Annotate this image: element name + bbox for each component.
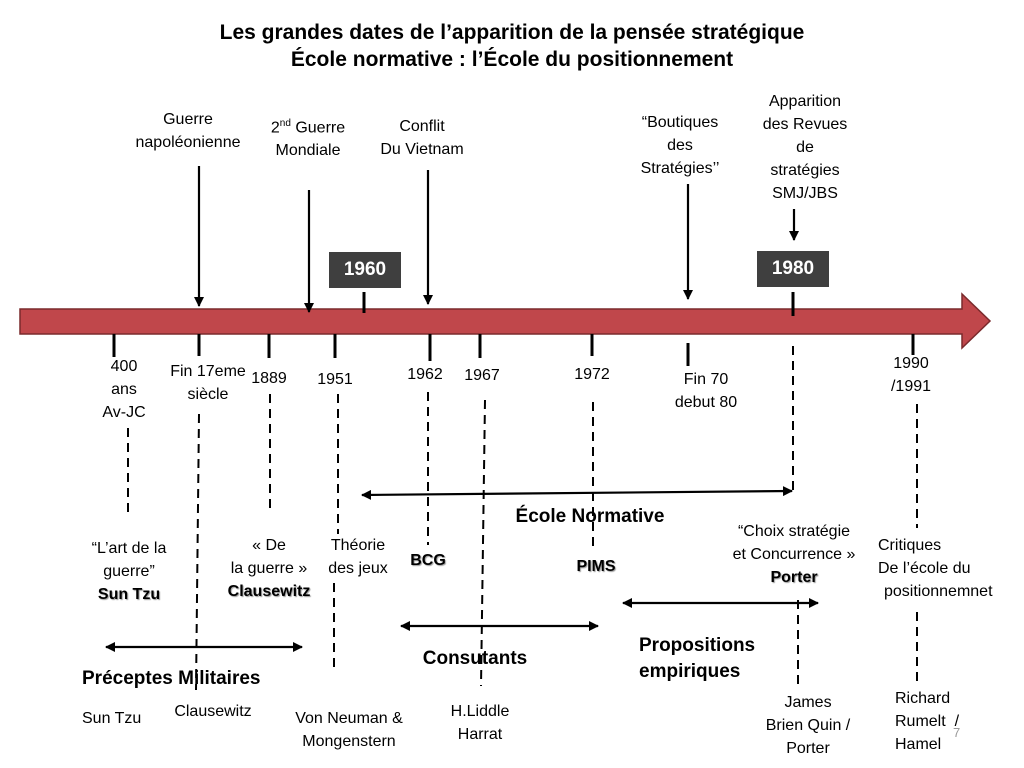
event-boutiques-line3: Stratégies’’ [640, 160, 720, 177]
event-revues-line2: des Revues [762, 116, 848, 133]
date-400-av-jc: 400 ans Av-JC [88, 355, 160, 424]
date-jc-line3: Av-JC [102, 404, 146, 421]
work-bcg: BCG [410, 552, 446, 569]
event-napoleon-line2: napoléonienne [135, 134, 241, 151]
date-1990: 1990 /1991 [880, 352, 942, 398]
person-quin-line3: Porter [786, 740, 830, 757]
person-liddle-line1: H.Liddle [450, 703, 510, 720]
event-revues-line1: Apparition [768, 93, 842, 110]
date-fin70-line1: Fin 70 [683, 371, 729, 388]
title-line-2: École normative : l’École du positionnem… [290, 48, 734, 71]
person-clausewitz: Clausewitz [174, 703, 252, 720]
timeline-arrow [19, 292, 992, 350]
work-jeux-line2: des jeux [328, 560, 388, 577]
date-fin17-line1: Fin 17eme [170, 363, 246, 380]
person-liddle: H.Liddle Harrat [430, 700, 530, 746]
group-arrows [105, 486, 819, 652]
event-ww2-line2: Mondiale [275, 142, 341, 160]
work-clausewitz-line1: « De [252, 537, 286, 554]
person-rumelt-line2: Rumelt / [895, 713, 960, 730]
work-theorie-jeux: Théorie des jeux [318, 534, 398, 580]
person-quin-line1: James [784, 694, 832, 711]
event-ww2-line1: 2nd Guerre [270, 118, 346, 137]
date-1972: 1972 [574, 366, 610, 383]
person-quin-line2: Brien Quin / [765, 717, 851, 734]
person-neuman: Von Neuman & Mongenstern [278, 707, 420, 753]
event-arrows [194, 166, 799, 313]
person-liddle-line2: Harrat [457, 726, 503, 743]
date-jc-line2: ans [111, 381, 137, 398]
dash-clausewitz-person [195, 413, 200, 691]
date-fin-17eme: Fin 17eme siècle [158, 360, 258, 406]
work-sun-tzu-line1: “L’art de la [91, 540, 167, 557]
group-propositions-empiriques: Propositions empiriques [639, 633, 799, 685]
work-critiques-line2: De l’école du [878, 560, 971, 577]
event-boutiques: “Boutiques des Stratégies’’ [618, 111, 742, 180]
work-pims: PIMS [576, 558, 616, 575]
work-critiques: Critiques De l’école du positionnemnet [878, 534, 1018, 603]
work-porter-line1: “Choix stratégie [737, 523, 851, 540]
work-jeux-line1: Théorie [330, 537, 386, 554]
event-vietnam: Conflit Du Vietnam [362, 115, 482, 161]
work-porter-line2: et Concurrence » [732, 546, 856, 563]
title-line-1: Les grandes dates de l’apparition de la … [219, 21, 805, 44]
date-1962: 1962 [407, 366, 443, 383]
group-preceptes-militaires: Préceptes Militaires [82, 668, 261, 689]
person-rumelt-line1: Richard [895, 690, 951, 707]
event-revues: Apparition des Revues de stratégies SMJ/… [744, 90, 866, 205]
person-rumelt-line3: Hamel [895, 736, 942, 753]
person-sun-tzu: Sun Tzu [82, 710, 142, 727]
event-boutiques-line1: “Boutiques [641, 114, 719, 131]
work-sun-tzu-author: Sun Tzu [97, 586, 161, 603]
work-clausewitz-line2: la guerre » [230, 560, 308, 577]
group-empiriques-line1: Propositions [639, 635, 756, 656]
person-rumelt-hamel: Richard Rumelt / Hamel [895, 687, 995, 756]
event-napoleon: Guerre napoléonienne [118, 108, 258, 154]
page-number: 7 [953, 725, 961, 740]
date-fin70-line2: debut 80 [674, 394, 738, 411]
person-neuman-line2: Mongenstern [302, 733, 396, 750]
work-critiques-line3: positionnemnet [884, 583, 993, 600]
date-1951: 1951 [317, 371, 353, 388]
event-revues-line4: stratégies [770, 162, 840, 179]
event-ww2: 2nd Guerre Mondiale [250, 112, 366, 162]
person-quin-porter: James Brien Quin / Porter [748, 691, 868, 760]
year-box-1960: 1960 [329, 252, 401, 288]
date-fin17-line2: siècle [187, 386, 229, 403]
group-ecole-normative: École Normative [515, 506, 665, 527]
date-1990-line2: /1991 [890, 378, 932, 395]
date-1990-line1: 1990 [893, 355, 929, 372]
person-neuman-line1: Von Neuman & [295, 710, 403, 727]
event-boutiques-line2: des [667, 137, 693, 154]
event-vietnam-line2: Du Vietnam [380, 141, 464, 158]
event-napoleon-line1: Guerre [163, 111, 213, 128]
work-sun-tzu: “L’art de la guerre” Sun Tzu [68, 537, 190, 606]
work-porter-author: Porter [770, 569, 818, 586]
date-1967: 1967 [464, 367, 500, 384]
work-sun-tzu-line2: guerre” [103, 563, 155, 580]
date-fin-70: Fin 70 debut 80 [656, 368, 756, 414]
arrow-normative [361, 486, 793, 500]
timeline-ticks [112, 292, 915, 366]
event-revues-line3: de [796, 139, 814, 156]
group-consultants: Consutants [422, 648, 528, 669]
work-clausewitz: « De la guerre » Clausewitz [214, 534, 324, 603]
event-vietnam-line1: Conflit [399, 118, 445, 135]
date-jc-line1: 400 [110, 358, 138, 375]
work-critiques-line1: Critiques [878, 537, 942, 554]
date-1889: 1889 [251, 370, 287, 387]
work-porter: “Choix stratégie et Concurrence » Porter [712, 520, 876, 589]
year-box-1980: 1980 [757, 251, 829, 287]
group-empiriques-line2: empiriques [639, 661, 741, 682]
event-revues-line5: SMJ/JBS [772, 185, 838, 202]
work-clausewitz-author: Clausewitz [227, 583, 311, 600]
dash-1967 [480, 399, 486, 687]
